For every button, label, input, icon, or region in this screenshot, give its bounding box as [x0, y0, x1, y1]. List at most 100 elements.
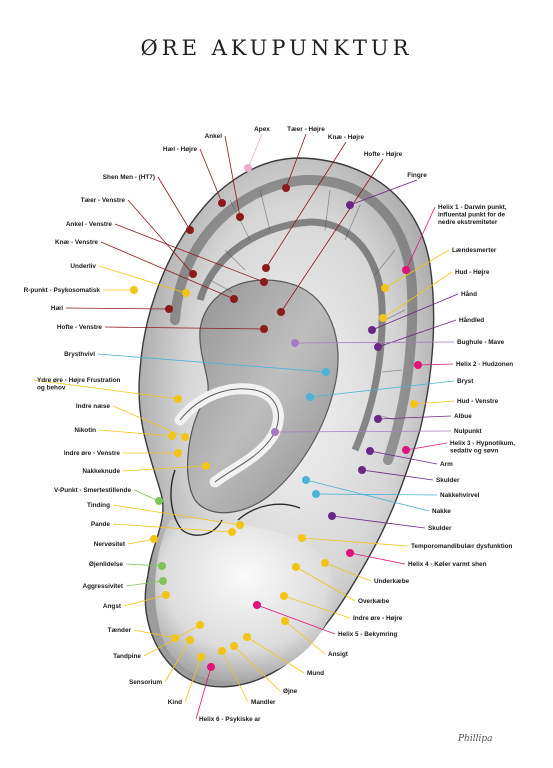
point-45-underkæbe-label: Underkæbe: [374, 578, 410, 585]
point-30-helix-3-hypnotikum-sedativ-og-søvn-label: Helix 3 - Hypnotikum,sedativ og søvn: [450, 440, 515, 455]
point-58-mandler-leader: [221, 650, 249, 703]
point-20-bughule-mave-label: Bughule - Mave: [457, 339, 505, 346]
point-25-hud-venstre-label: Hud - Venstre: [457, 398, 499, 405]
point-23-bryst-leader: [309, 380, 455, 398]
point-25-hud-venstre-leader: [413, 400, 455, 405]
point-47-overkæbe-label: Overkæbe: [358, 598, 390, 605]
point-15-r-punkt-psykosomatisk-label: R-punkt - Psykosomatisk: [24, 287, 101, 294]
point-8-tæer-venstre-leader: [127, 199, 194, 275]
point-36-v-punkt-smertestillende-dot: [155, 497, 163, 505]
ear-lobe: [155, 518, 336, 682]
point-markers: [130, 164, 422, 671]
point-5-hofte-højre-leader: [280, 158, 384, 313]
point-51-helix-5-bekymring-label: Helix 5 - Bekymring: [338, 631, 397, 638]
point-51-helix-5-bekymring-leader: [256, 604, 336, 635]
point-10-ankel-venstre-leader: [114, 223, 265, 283]
point-57-øjne-leader: [233, 645, 281, 692]
point-59-helix-6-psykiske-ar-dot: [207, 663, 215, 671]
point-16-hånd-label: Hånd: [461, 290, 477, 298]
point-16-hånd-leader: [371, 293, 459, 331]
point-39-skulder-dot: [328, 512, 336, 520]
point-11-knæ-venstre-dot: [230, 295, 238, 303]
point-13-underliv-dot: [182, 289, 190, 297]
point-37-nakke-label: Nakke: [432, 508, 451, 515]
point-49-indre-øre-højre-dot: [280, 592, 288, 600]
point-11-knæ-venstre-label: Knæ - Venstre: [55, 239, 98, 246]
point-11-knæ-venstre-leader: [100, 241, 235, 300]
point-3-knæ-højre-label: Knæ - Højre: [328, 134, 365, 141]
point-52-tandpine-dot: [196, 621, 204, 629]
point-21-brysthvivl-dot: [322, 368, 330, 376]
point-8-tæer-venstre-label: Tæer - Venstre: [81, 197, 126, 204]
point-18-hofte-venstre-dot: [260, 325, 268, 333]
point-55-mund-label: Mund: [307, 670, 324, 677]
point-48-angst-leader: [123, 594, 167, 607]
point-56-kind-dot: [197, 653, 205, 661]
point-26-albue-leader: [377, 415, 452, 420]
point-14-hud-højre-dot: [379, 314, 387, 322]
point-14-hud-højre-leader: [382, 271, 453, 319]
point-33-skulder-dot: [358, 466, 366, 474]
point-16-hånd-dot: [368, 326, 376, 334]
point-26-albue-label: Albue: [454, 413, 472, 420]
point-41-temporomandibulær-dysfunktion-leader: [301, 537, 409, 547]
point-35-nakkehvirvel-dot: [312, 490, 320, 498]
point-36-v-punkt-smertestillende-leader: [133, 489, 160, 502]
point-28-nulpunkt-label: Nulpunkt: [454, 428, 483, 435]
point-18-hofte-venstre-label: Hofte - Venstre: [57, 324, 103, 331]
point-23-bryst-label: Bryst: [457, 378, 474, 385]
point-24-ydre-øre-højre-frustration-og-behov-dot: [174, 395, 182, 403]
point-31-indre-øre-venstre-dot: [174, 449, 182, 457]
point-33-skulder-label: Skulder: [436, 477, 460, 484]
point-47-overkæbe-leader: [295, 566, 356, 602]
point-17-hæl-dot: [165, 305, 173, 313]
point-52-tandpine-label: Tandpine: [113, 653, 141, 660]
point-53-ansigt-dot: [281, 617, 289, 625]
point-0-ankel-leader: [224, 135, 241, 218]
point-13-underliv-label: Underliv: [70, 263, 96, 270]
point-54-sensorium-label: Sensorium: [129, 679, 162, 686]
point-26-albue-dot: [374, 415, 382, 423]
point-33-skulder-leader: [361, 469, 434, 481]
point-37-nakke-dot: [302, 476, 310, 484]
point-29-nikotin-leader: [98, 429, 173, 437]
point-45-underkæbe-leader: [324, 562, 372, 582]
point-23-bryst-dot: [306, 393, 314, 401]
point-49-indre-øre-højre-leader: [283, 595, 351, 619]
point-0-ankel-label: Ankel: [205, 133, 223, 140]
point-58-mandler-dot: [218, 647, 226, 655]
ear-illustration: [138, 157, 435, 688]
point-6-shen-men-ht7-label: Shen Men - (HT7): [103, 174, 155, 181]
point-28-nulpunkt-dot: [271, 428, 279, 436]
point-54-sensorium-leader: [164, 639, 191, 683]
point-25-hud-venstre-dot: [410, 400, 418, 408]
point-3-knæ-højre-dot: [262, 264, 270, 272]
point-35-nakkehvirvel-label: Nakkehvirvel: [440, 492, 480, 499]
point-37-nakke-leader: [305, 479, 430, 512]
point-32-arm-leader: [369, 450, 438, 465]
point-29-nikotin-dot: [168, 432, 176, 440]
point-58-mandler-label: Mandler: [251, 699, 276, 706]
point-38-tinding-leader: [112, 504, 241, 526]
point-4-hæl-højre-leader: [199, 148, 223, 204]
point-20-bughule-mave-dot: [291, 339, 299, 347]
point-4-hæl-højre-dot: [218, 199, 226, 207]
point-56-kind-leader: [184, 656, 202, 703]
point-54-sensorium-dot: [186, 636, 194, 644]
point-46-aggressivitet-dot: [159, 577, 167, 585]
point-3-knæ-højre-leader: [265, 141, 347, 269]
point-44-øjenlidelse-label: Øjenlidelse: [89, 561, 124, 568]
point-18-hofte-venstre-leader: [104, 326, 265, 330]
point-35-nakkehvirvel-leader: [315, 493, 438, 496]
point-0-ankel-dot: [236, 213, 244, 221]
point-43-helix-4-køler-varmt-shen-label: Helix 4 - Køler varmt shen: [408, 561, 487, 568]
point-55-mund-dot: [243, 633, 251, 641]
point-41-temporomandibulær-dysfunktion-dot: [298, 534, 306, 542]
point-46-aggressivitet-label: Aggressivitet: [83, 583, 124, 590]
point-5-hofte-højre-label: Hofte - Højre: [364, 151, 403, 158]
point-1-apex-dot: [244, 164, 252, 172]
point-15-r-punkt-psykosomatisk-dot: [130, 286, 138, 294]
point-55-mund-leader: [246, 636, 305, 674]
